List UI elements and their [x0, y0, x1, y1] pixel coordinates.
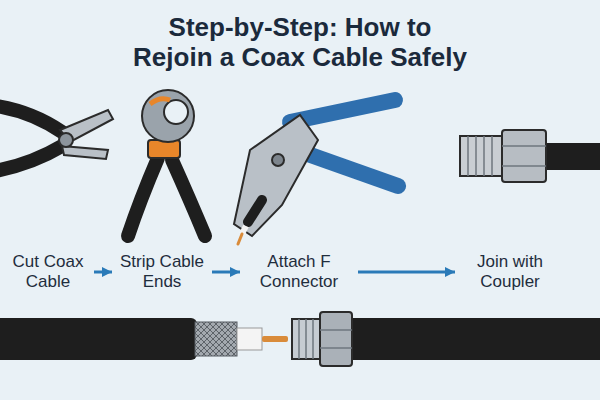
title: Step-by-Step: How to Rejoin a Coax Cable… [40, 12, 560, 72]
step-label: Join with Coupler [455, 252, 565, 292]
coupler-nut [502, 130, 546, 182]
cutter-handle [128, 158, 158, 236]
braided-shield [195, 322, 237, 356]
connected-coax-cable [292, 312, 600, 366]
pliers-pivot [59, 133, 73, 147]
cable-cutter [128, 90, 205, 236]
crimper-handle [302, 152, 398, 186]
thread-lines [299, 319, 313, 359]
step-label: Attach F Connector [240, 252, 358, 292]
step-arrow [94, 271, 112, 274]
f-connector-coupler [460, 130, 600, 182]
crimper-pivot [272, 154, 284, 166]
coax-jacket [545, 143, 600, 170]
cutter-handle [172, 160, 205, 236]
nut-edges [320, 330, 352, 348]
pliers-handle [0, 146, 62, 172]
connector-nut [320, 312, 352, 366]
step-node: Strip Cable Ends [112, 252, 212, 292]
center-conductor [262, 336, 288, 342]
crimper-handle [290, 100, 395, 122]
step-label: Strip Cable Ends [112, 252, 212, 292]
coupler-thread [460, 136, 502, 176]
dielectric [237, 328, 262, 350]
step-node: Cut Coax Cable [2, 252, 94, 292]
cutter-band [150, 99, 170, 104]
step-label: Cut Coax Cable [2, 252, 94, 292]
thread-lines [468, 136, 492, 176]
step-arrow [212, 271, 240, 274]
cutter-head [142, 90, 194, 142]
pliers-jaw [62, 146, 108, 159]
cutter-mouth [164, 100, 188, 124]
nut-edges [502, 146, 546, 166]
pliers-handle [0, 105, 62, 132]
pliers [0, 105, 113, 172]
step-node: Join with Coupler [455, 252, 565, 292]
crimper-cable [248, 200, 262, 222]
coax-jacket [348, 318, 600, 360]
coax-jacket [0, 318, 197, 360]
crimping-tool [234, 100, 398, 244]
crimper-copper-tip [238, 234, 242, 244]
stripped-coax-cable [0, 318, 288, 360]
step-node: Attach F Connector [240, 252, 358, 292]
connector-thread [292, 319, 320, 359]
step-arrow [358, 271, 455, 274]
crimper-frame [234, 115, 318, 236]
